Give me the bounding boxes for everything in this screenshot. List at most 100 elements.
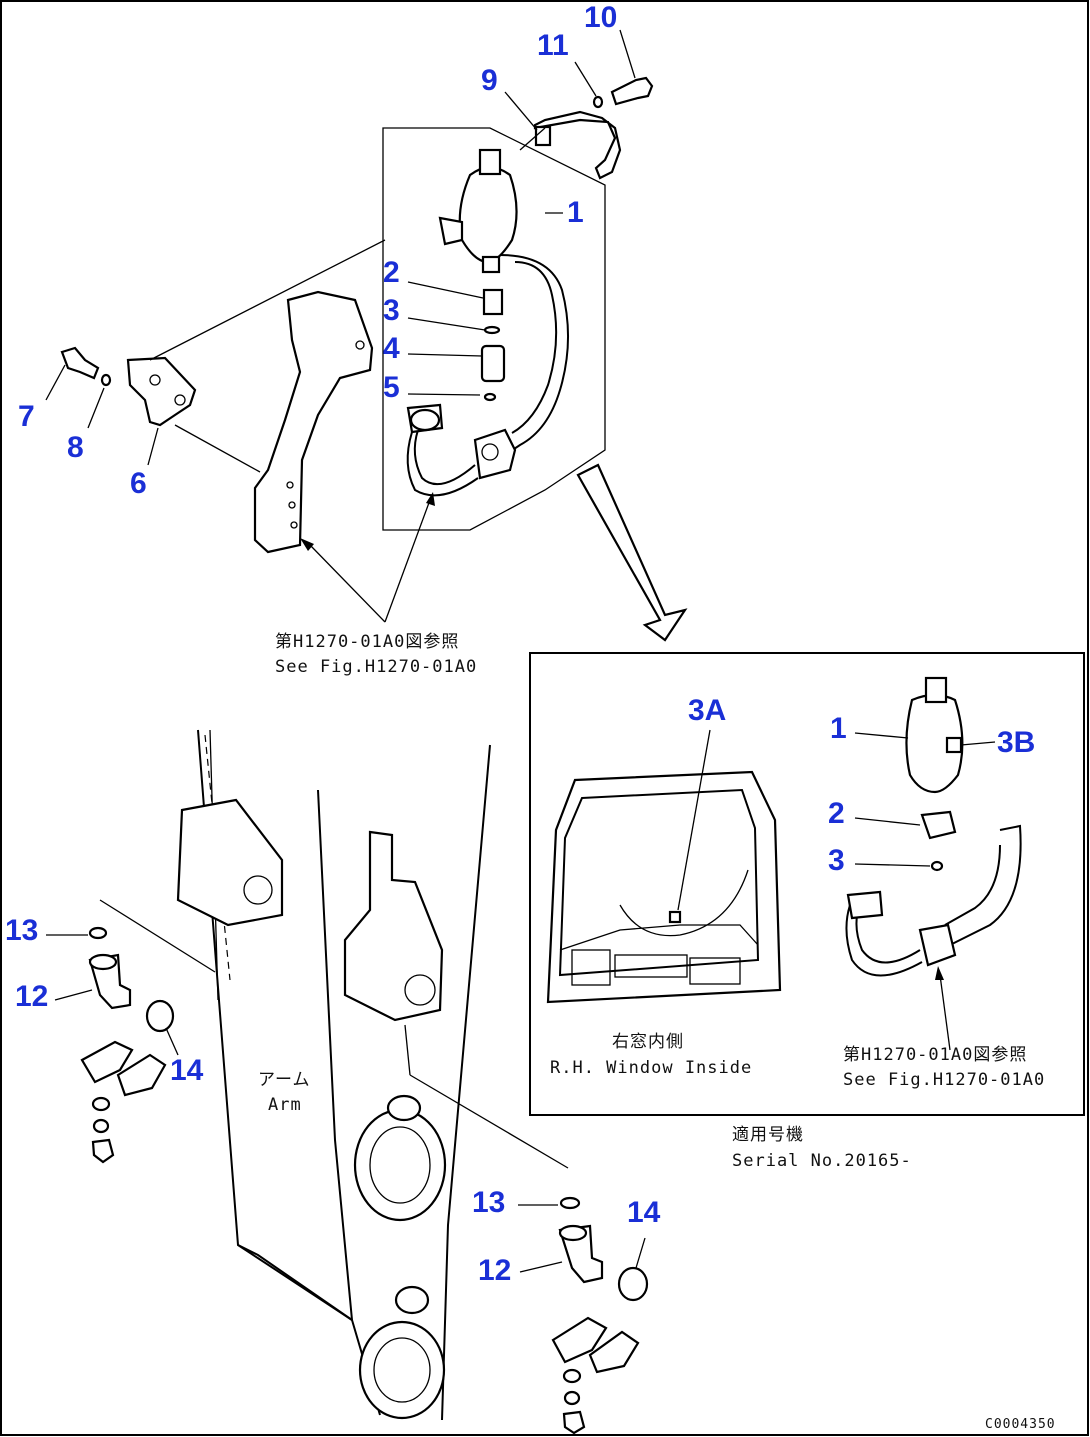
arm-line [404,1024,411,1076]
arrow-head [426,492,435,506]
inset-callout-2: 2 [828,797,845,830]
arm-bottom-edge [237,1244,353,1321]
plate-hole [174,394,186,406]
bolt-10 [610,76,654,106]
arm-boss-center [343,830,444,1022]
arm-grease-boss [386,1094,422,1122]
hose-upper-outer [499,254,570,456]
accumulator-bracket [438,216,464,246]
window-frame [546,770,782,1004]
arm-lower-pin-boss [358,1320,446,1420]
arm-label-jp: アーム [258,1070,310,1090]
inset-adapter-2 [920,810,957,840]
o-ring-5 [483,392,497,402]
arm-pin-hole [369,1126,431,1204]
inset-accumulator-1 [905,693,964,794]
hose-lower-inner [406,431,479,497]
leader [519,127,546,151]
washer-left [92,1118,110,1134]
clamp-half-left [80,1040,134,1084]
callout-3A: 3A [688,694,726,727]
clamp-half-right [551,1316,608,1364]
o-ring-13-right [559,1196,581,1210]
bolt-left [91,1138,115,1164]
bracket-hole [355,340,365,350]
reference-leader [309,544,386,623]
tee-block [473,428,517,480]
inset-hose-outer [949,824,1022,946]
callout-6: 6 [130,467,147,500]
dash-panel [571,949,611,986]
leader-3A [677,729,711,911]
plate-hole [149,374,161,386]
plate-6 [126,356,197,427]
right-fitting-group [518,1196,649,1435]
see-fig-note-en: See Fig.H1270-01A0 [275,657,477,677]
bolt-7 [60,346,100,380]
assembly-line [409,1074,569,1169]
callout-2: 2 [383,256,400,289]
callout-14-right: 14 [627,1196,661,1229]
callout-14-left: 14 [170,1054,204,1087]
bracket-hole [290,521,298,529]
bolt-right [562,1410,586,1435]
callout-10: 10 [584,1,617,34]
elbow-face [558,1224,588,1242]
callout-1: 1 [567,196,584,229]
window-inner [558,788,760,977]
boss-port [243,875,273,905]
callout-13-left: 13 [5,914,38,947]
inset-tee [918,923,957,967]
window-note-jp: 右窓内側 [612,1032,684,1052]
clamp-half-right-2 [588,1330,640,1374]
callout-12-left: 12 [15,980,48,1013]
mounting-bracket [253,290,374,554]
callout-4: 4 [383,332,400,365]
tee-port [481,443,499,461]
callout-3B: 3B [997,726,1035,759]
clamp-half-left-2 [116,1053,167,1097]
arm-lower-pin-hole [373,1337,431,1403]
drawing-code: C0004350 [985,1417,1056,1432]
accumulator-port [481,255,501,274]
collar-14-right [617,1266,649,1302]
serial-note-jp: 適用号機 [732,1125,804,1145]
inset-frame [529,652,1085,1116]
washer-right [562,1368,582,1384]
inset-contents [546,676,1022,1051]
callout-12-right: 12 [478,1254,511,1287]
label-3A-mark [668,910,682,924]
dash-panel [614,954,688,978]
boss-port [404,974,436,1006]
window-wire [619,869,749,937]
inset-pointer-arrow [576,463,688,642]
o-ring-3 [483,325,501,335]
dash-panel [689,957,741,985]
adapter-4 [480,344,506,383]
arm-label-en: Arm [268,1095,302,1115]
callout-8: 8 [67,431,84,464]
assembly-line [174,424,261,473]
washer-left [91,1096,111,1112]
top-assembly [60,76,688,642]
window-dash [559,924,759,951]
arm-center-line [317,789,353,1321]
bracket-hole [286,481,294,489]
serial-note-en: Serial No.20165- [732,1151,912,1171]
washer-11 [592,95,604,109]
top-leaders [45,29,636,466]
inset-accumulator-valve [924,676,948,704]
band-clamp-9 [533,110,622,180]
assembly-line [99,899,216,973]
callout-9: 9 [481,64,498,97]
arm-assembly [99,729,569,1421]
inset-hose-lower-inner [845,904,923,977]
window-note-en: R.H. Window Inside [550,1058,752,1078]
assembly-line [149,239,386,361]
callout-7: 7 [18,400,35,433]
callout-3: 3 [383,294,400,327]
washer-right [563,1390,581,1406]
callout-5: 5 [383,371,400,404]
inset-ref-leader [939,974,951,1051]
